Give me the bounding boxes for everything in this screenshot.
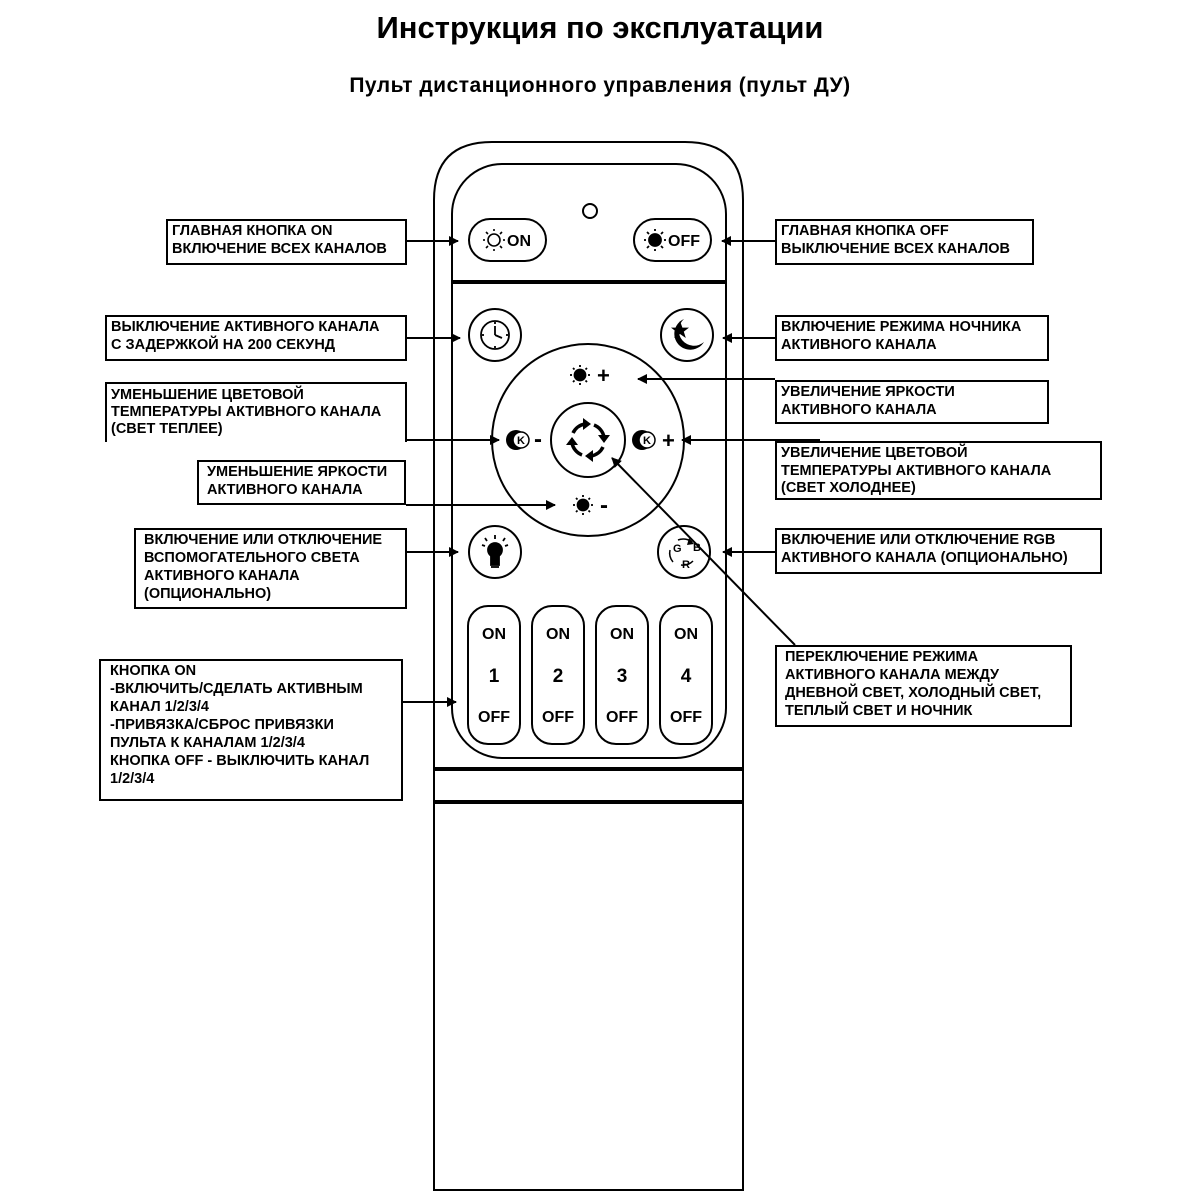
callout-arrows [363, 236, 820, 707]
channel-on-label: ON [674, 626, 698, 643]
main-on-button[interactable]: ON [468, 218, 547, 262]
clock-icon [480, 320, 510, 350]
channel-off-label: OFF [478, 709, 510, 726]
main-off-text: OFF [668, 233, 700, 250]
label-temp-down: УМЕНЬШЕНИЕ ЦВЕТОВОЙ ТЕМПЕРАТУРЫ АКТИВНОГ… [105, 382, 407, 442]
sun-filled-icon [573, 495, 593, 515]
label-bright-up: УВЕЛИЧЕНИЕ ЯРКОСТИ АКТИВНОГО КАНАЛА [775, 380, 1049, 424]
channel-on-label: ON [610, 626, 634, 643]
brightness-up-button[interactable]: + [560, 360, 620, 390]
label-channel: КНОПКА ON -ВКЛЮЧИТЬ/СДЕЛАТЬ АКТИВНЫМ КАН… [99, 659, 403, 801]
temperature-down-sign: - [534, 426, 542, 453]
aux-light-button[interactable] [468, 525, 522, 579]
indicator-led [582, 203, 598, 219]
night-mode-button[interactable] [660, 308, 714, 362]
rgb-cycle-icon: G B R [668, 538, 701, 571]
label-temp-up: УВЕЛИЧЕНИЕ ЦВЕТОВОЙ ТЕМПЕРАТУРЫ АКТИВНОГ… [775, 441, 1102, 500]
label-main-on: ГЛАВНАЯ КНОПКА ON ВКЛЮЧЕНИЕ ВСЕХ КАНАЛОВ [166, 219, 407, 265]
main-off-button[interactable]: OFF [633, 218, 712, 262]
channel-number: 2 [553, 666, 564, 687]
channel-number: 1 [489, 666, 500, 687]
kelvin-letter: K [643, 435, 651, 447]
kelvin-letter: K [517, 435, 525, 447]
label-night: ВКЛЮЧЕНИЕ РЕЖИМА НОЧНИКА АКТИВНОГО КАНАЛ… [775, 315, 1049, 361]
brightness-down-button[interactable]: - [560, 490, 620, 520]
page-title: Инструкция по эксплуатации [376, 10, 824, 45]
channel-off-label: OFF [606, 709, 638, 726]
timer-button[interactable] [468, 308, 522, 362]
body-seam-lower [434, 800, 744, 804]
label-timer: ВЫКЛЮЧЕНИЕ АКТИВНОГО КАНАЛА С ЗАДЕРЖКОЙ … [105, 315, 407, 361]
kelvin-icon: K [506, 430, 530, 450]
moon-icon [674, 319, 704, 350]
sun-outline-icon [483, 229, 505, 251]
channel-number: 3 [617, 666, 628, 687]
channel-on-label: ON [546, 626, 570, 643]
temperature-down-button[interactable]: K - [506, 426, 542, 453]
channel-button-2[interactable]: ON 2 OFF [531, 605, 585, 745]
channel-off-label: OFF [670, 709, 702, 726]
rgb-button[interactable]: G B R [657, 525, 711, 579]
temperature-up-sign: + [662, 428, 675, 453]
bulb-icon [481, 535, 509, 568]
main-on-text: ON [507, 233, 531, 250]
rgb-b-letter: B [693, 542, 701, 554]
arrow-mode [611, 457, 796, 646]
label-rgb: ВКЛЮЧЕНИЕ ИЛИ ОТКЛЮЧЕНИЕ RGB АКТИВНОГО К… [775, 528, 1102, 574]
star-icon [671, 321, 689, 338]
sun-filled-icon [644, 229, 666, 251]
channel-button-4[interactable]: ON 4 OFF [659, 605, 713, 745]
channel-number: 4 [681, 666, 692, 687]
brightness-up-sign: + [597, 363, 610, 388]
channel-off-label: OFF [542, 709, 574, 726]
channel-buttons: ON 1 OFF ON 2 OFF ON 3 OFF ON 4 OFF [467, 605, 713, 745]
channel-button-1[interactable]: ON 1 OFF [467, 605, 521, 745]
rgb-r-letter: R [682, 559, 690, 571]
channel-on-label: ON [482, 626, 506, 643]
label-bright-down: УМЕНЬШЕНИЕ ЯРКОСТИ АКТИВНОГО КАНАЛА [197, 460, 406, 505]
remote-body [433, 141, 744, 1191]
label-mode: ПЕРЕКЛЮЧЕНИЕ РЕЖИМА АКТИВНОГО КАНАЛА МЕЖ… [775, 645, 1072, 727]
sun-filled-icon [570, 365, 590, 385]
label-main-off: ГЛАВНАЯ КНОПКА OFF ВЫКЛЮЧЕНИЕ ВСЕХ КАНАЛ… [775, 219, 1034, 265]
temperature-up-button[interactable]: K + [632, 428, 675, 453]
channel-button-3[interactable]: ON 3 OFF [595, 605, 649, 745]
panel-divider [452, 280, 726, 284]
rgb-g-letter: G [673, 543, 682, 555]
label-aux: ВКЛЮЧЕНИЕ ИЛИ ОТКЛЮЧЕНИЕ ВСПОМОГАТЕЛЬНОГ… [134, 528, 407, 609]
kelvin-icon: K [632, 430, 656, 450]
mode-cycle-button[interactable] [550, 402, 626, 478]
page-subtitle: Пульт дистанционного управления (пульт Д… [349, 74, 851, 97]
brightness-down-sign: - [600, 492, 608, 519]
body-seam-upper [434, 767, 744, 771]
cycle-arrowheads [566, 418, 610, 462]
